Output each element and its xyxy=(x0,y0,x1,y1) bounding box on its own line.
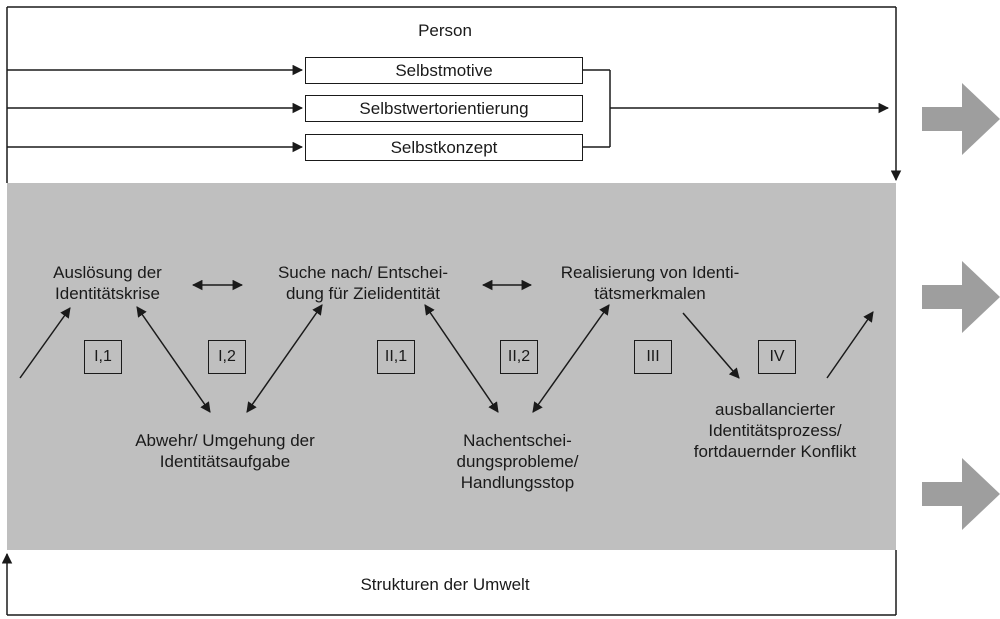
node-suche: Suche nach/ Entschei- dung für Zielident… xyxy=(277,263,449,303)
selbstwertorientierung-box: Selbstwertorientierung xyxy=(305,95,583,122)
outer-frame xyxy=(1,6,902,616)
big-arrow-bottom xyxy=(922,458,1000,530)
node-ausloesung: Auslösung der Identitätskrise xyxy=(53,263,162,303)
output-arrows xyxy=(922,83,1000,530)
phase-i1: I,1 xyxy=(84,340,122,374)
phase-ii2: II,2 xyxy=(500,340,538,374)
phase-i2: I,2 xyxy=(208,340,246,374)
node-nachentscheidung: Nachentschei- dungsprobleme/ Handlungsst… xyxy=(456,431,579,492)
phase-iv: IV xyxy=(758,340,796,374)
node-ausbalanciert: ausballancierter Identitätsprozess/ fort… xyxy=(693,400,857,461)
selbstwertorientierung-label: Selbstwertorientierung xyxy=(359,98,529,118)
selbstmotive-box: Selbstmotive xyxy=(305,57,583,84)
selbstmotive-label: Selbstmotive xyxy=(395,60,493,80)
umwelt-label: Strukturen der Umwelt xyxy=(360,575,530,594)
big-arrow-top xyxy=(922,83,1000,155)
phase-ii1: II,1 xyxy=(377,340,415,374)
node-links xyxy=(19,279,874,413)
selbstkonzept-label: Selbstkonzept xyxy=(390,137,498,157)
selbstkonzept-box: Selbstkonzept xyxy=(305,134,583,161)
input-arrows xyxy=(7,64,304,153)
node-abwehr: Abwehr/ Umgehung der Identitätsaufgabe xyxy=(135,431,315,471)
person-label: Person xyxy=(418,21,472,40)
self-bracket xyxy=(583,69,890,148)
big-arrow-middle xyxy=(922,261,1000,333)
node-realisierung: Realisierung von Identi- tätsmerkmalen xyxy=(560,263,740,303)
phase-iii: III xyxy=(634,340,672,374)
